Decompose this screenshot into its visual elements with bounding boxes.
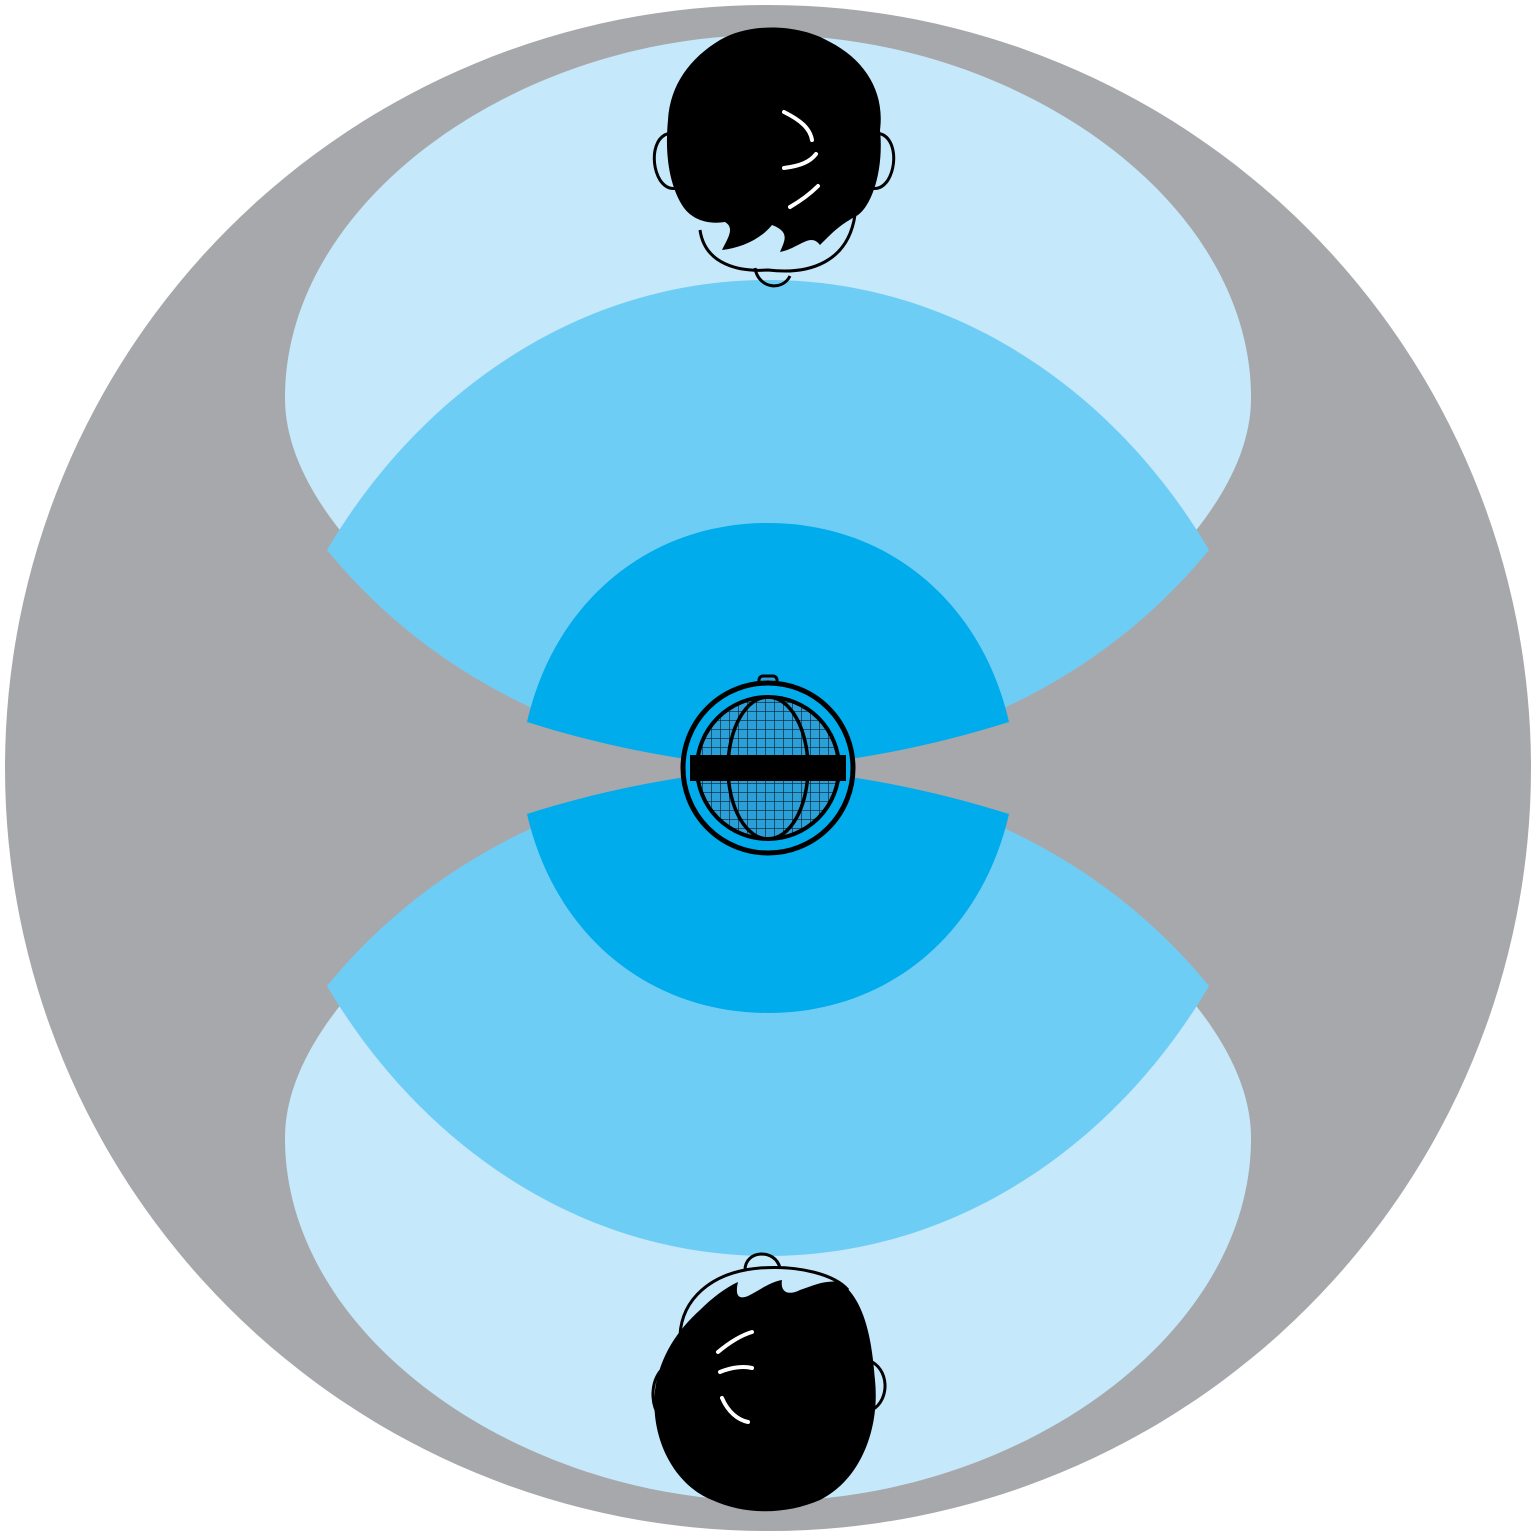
core-zone-top	[527, 523, 1009, 768]
person-head-top-view-icon	[651, 1252, 887, 1512]
microphone-top-view-icon	[680, 674, 856, 856]
core-zone-bottom	[527, 768, 1009, 1013]
person-head-top-view-icon	[652, 27, 896, 288]
